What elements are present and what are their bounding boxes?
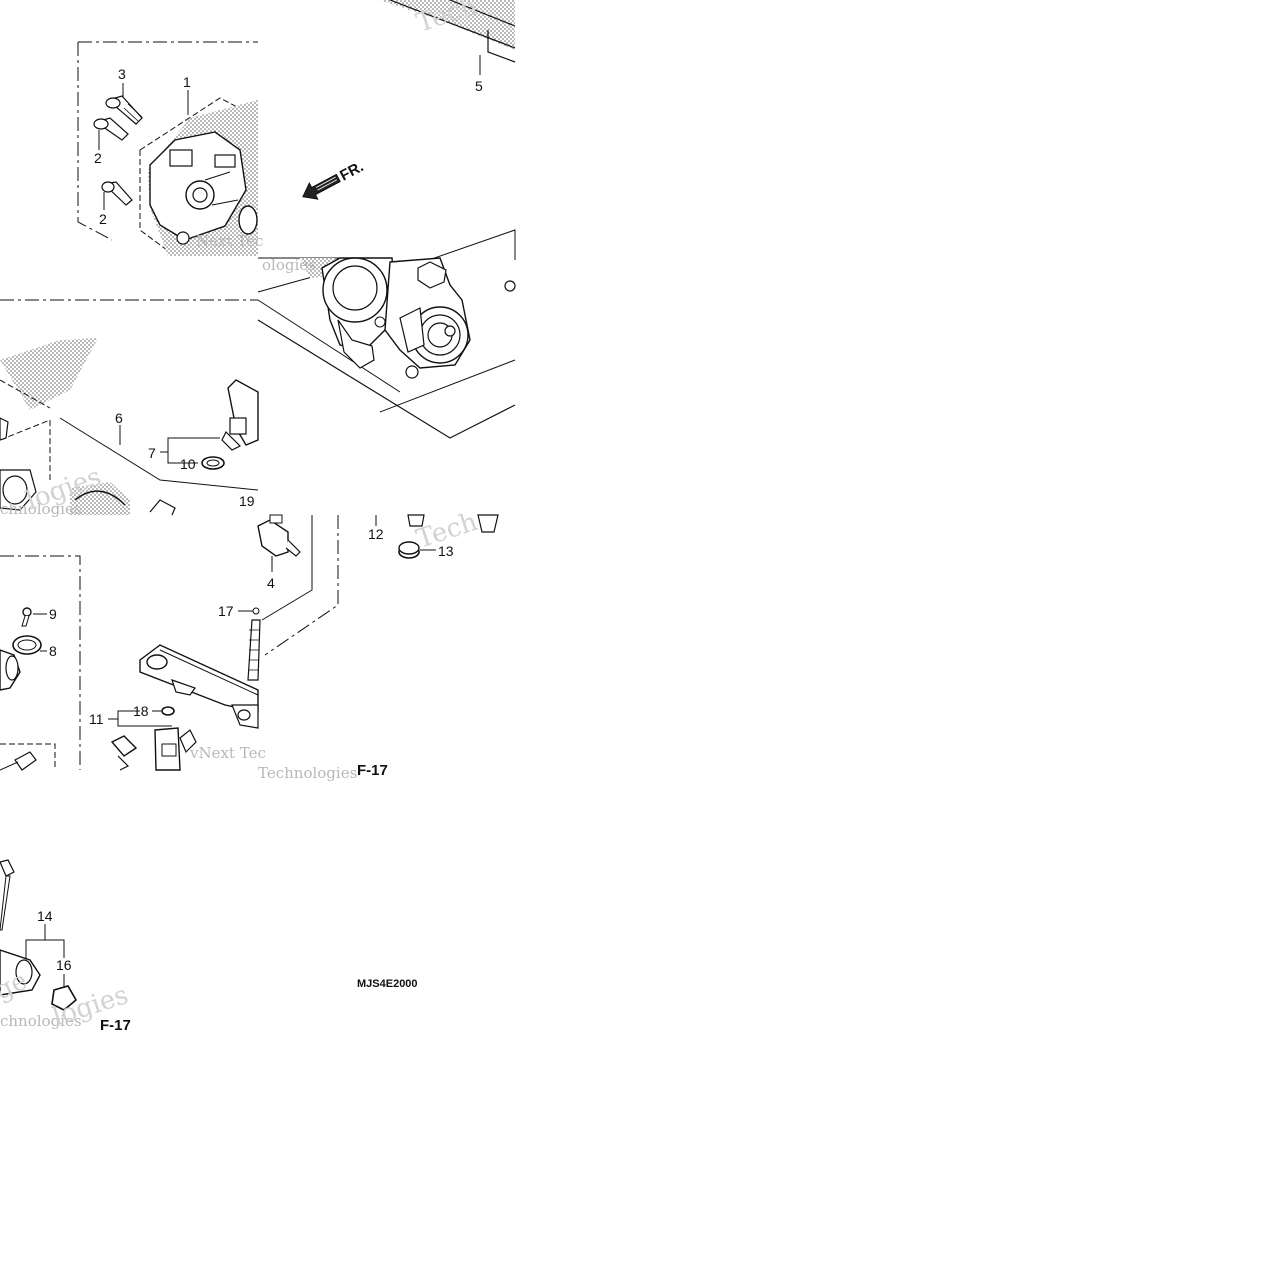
tile-connector: 14 16 chnologies logies ge F-17 MJS4E200… [0, 859, 418, 1034]
bolt-part [0, 751, 37, 771]
callout-3: 3 [118, 66, 126, 82]
callout-10: 10 [180, 456, 196, 472]
bolt-2-upper [93, 117, 129, 141]
watermark-text: chnologies [0, 500, 82, 518]
watermark-text: Tech [413, 0, 481, 39]
watermark-text: chnologies [0, 1012, 82, 1030]
callout-11: 11 [89, 711, 104, 727]
tile-clamp: 9 8 [0, 555, 81, 771]
tile-cap-seal: 12 13 Tech [368, 507, 499, 559]
cap-part [407, 514, 499, 533]
pipe-part-17 [247, 607, 261, 681]
bolt-part-long [0, 859, 15, 931]
injector-part-11 [110, 727, 197, 771]
callout-16: 16 [56, 957, 72, 973]
hose-part [0, 649, 21, 691]
callout-9: 9 [49, 606, 57, 622]
callout-12: 12 [368, 526, 384, 542]
callout-2: 2 [94, 150, 102, 166]
callout-6: 6 [115, 410, 123, 426]
fuel-rail-part [139, 644, 259, 729]
clip-16 [51, 974, 78, 1011]
callout-18: 18 [133, 703, 149, 719]
throttle-body-part [148, 100, 258, 256]
washer-18 [161, 706, 175, 716]
clamp-8 [12, 635, 42, 655]
callout-1: 1 [183, 74, 191, 90]
front-direction-arrow: FR. [302, 158, 366, 200]
watermark-text: vNext Tec [189, 744, 266, 762]
callout-2: 2 [99, 211, 107, 227]
front-direction-label: FR. [337, 158, 366, 184]
watermark-text: ologies [262, 256, 316, 274]
sensor-part-4 [257, 514, 301, 557]
tile-throttle-body: 1 3 2 2 Next Tec [77, 41, 263, 257]
callout-19: 19 [239, 493, 255, 509]
tile-fuel-rail: 4 17 18 11 vNext Te [89, 514, 339, 771]
intake-pipe-part [0, 417, 176, 516]
reference-page: F-17 [357, 762, 388, 779]
tile-airbox-view: Tech 5 FR. ologie [257, 0, 516, 439]
callout-7: 7 [148, 445, 156, 461]
bolt-3 [105, 95, 143, 125]
throttle-body-part [321, 257, 516, 379]
diagram-code: MJS4E2000 [357, 978, 418, 990]
watermark-text: Technologies [258, 764, 357, 782]
tile-ref-mid: Technologies F-17 [258, 762, 388, 782]
callout-14: 14 [37, 908, 53, 924]
callout-4: 4 [267, 575, 275, 591]
screw-9 [21, 607, 32, 627]
connector-part-14 [0, 949, 41, 996]
watermark-text: Next Tec [196, 232, 263, 250]
o-ring-10 [201, 456, 225, 470]
callout-13: 13 [438, 543, 454, 559]
bolt-2-lower [101, 181, 133, 206]
callout-17: 17 [218, 603, 234, 619]
seal-13 [398, 541, 420, 559]
injector-part-7 [221, 379, 259, 451]
reference-page: F-17 [100, 1017, 131, 1034]
tile-sensor: 6 7 10 19 chnologies logies [0, 299, 259, 518]
callout-5: 5 [475, 78, 483, 94]
callout-8: 8 [49, 643, 57, 659]
